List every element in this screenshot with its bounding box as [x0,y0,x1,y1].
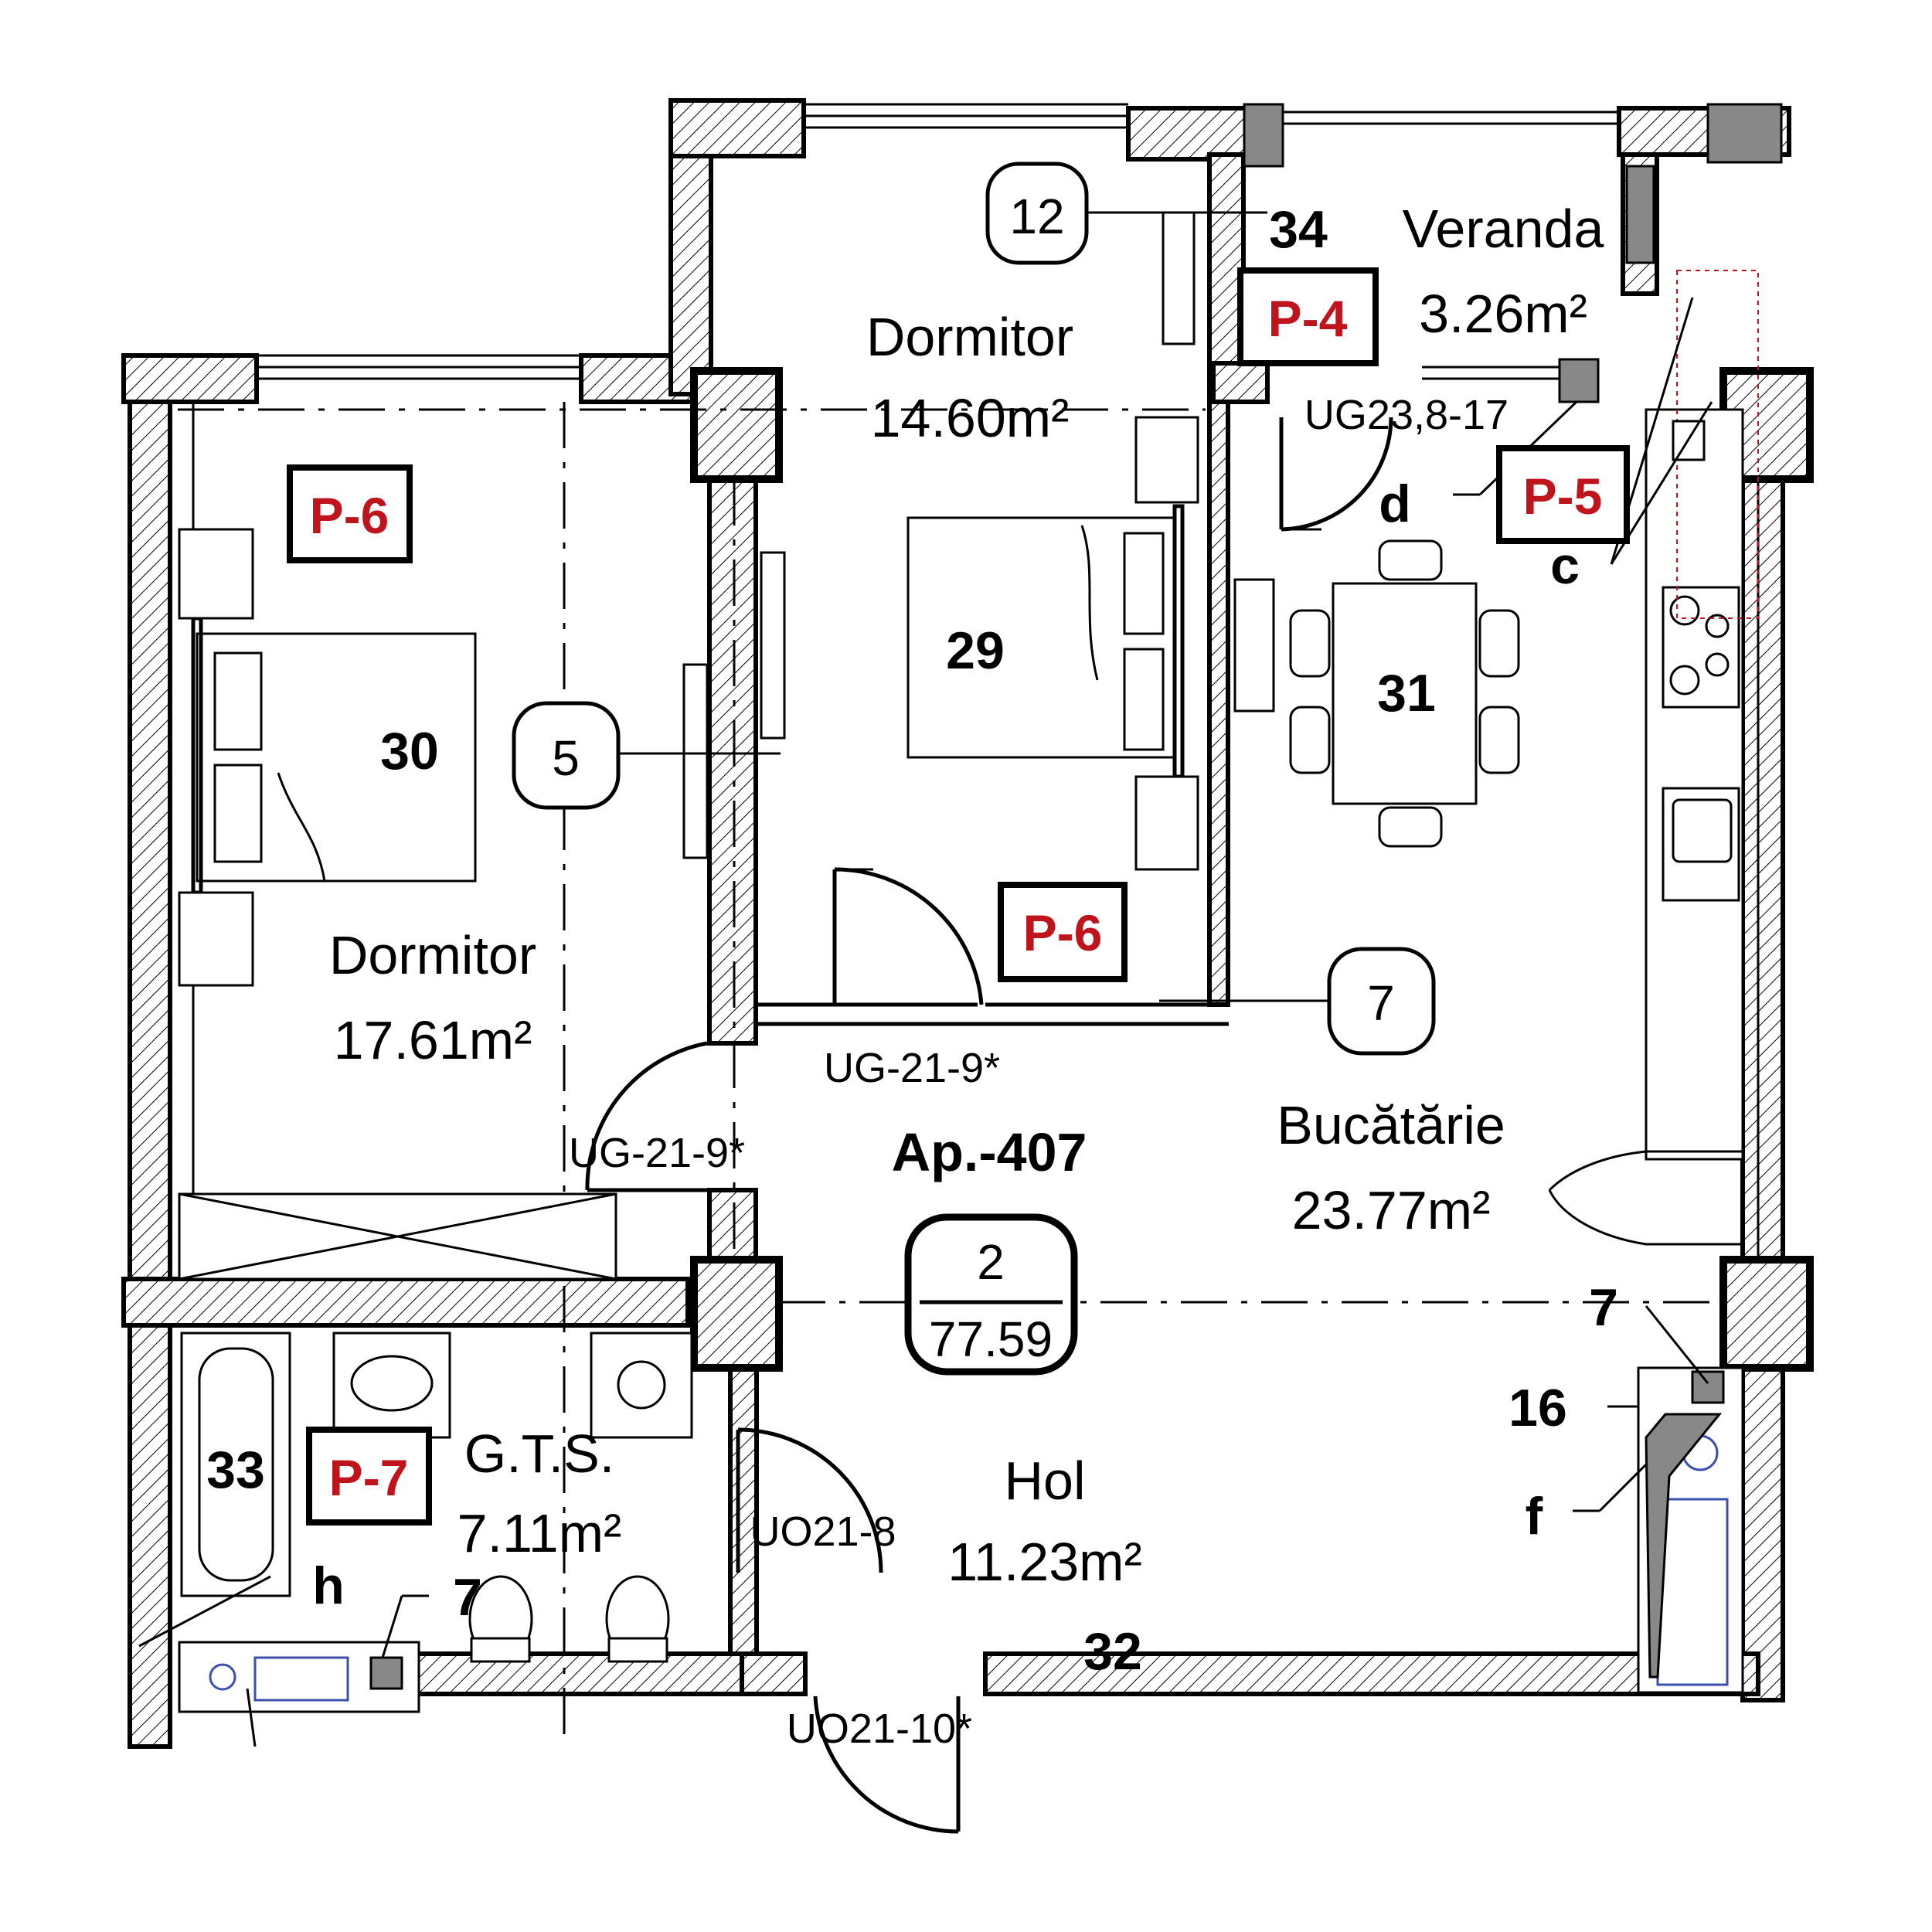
tag-p6-left: P-6 [310,487,389,544]
tag-box-p7 [306,1427,432,1526]
tag-p4: P-4 [1268,290,1348,347]
bubbles: 12 5 7 [512,162,1436,1056]
furniture-numbers: 29 30 31 32 33 34 7 7 16 [206,200,1618,1681]
bubble-7-label: 7 [1367,975,1395,1031]
apartment-badge-box [904,1213,1078,1376]
number-16: 16 [1509,1379,1567,1437]
room-name-veranda: Veranda [1403,199,1604,259]
letter-d: d [1379,474,1411,533]
tag-p6-middle: P-6 [1023,904,1103,961]
number-7-bath: 7 [453,1568,482,1627]
room-name-hol: Hol [1004,1451,1085,1511]
room-name-dormitor-1: Dormitor [329,925,536,985]
room-area-gts: 7.11m² [457,1503,622,1563]
letter-h: h [312,1556,345,1615]
columns [690,367,1814,1372]
door-code-ug21-9-bedroom: UG-21-9* [569,1130,745,1176]
bubble-5-label: 5 [552,730,580,786]
axes [178,402,1723,1739]
number-30: 30 [380,722,439,781]
door-code-uo21-10: UO21-10* [787,1706,972,1752]
apartment-area: 77.59 [929,1311,1053,1367]
reference-letters: c d f h [312,474,1580,1615]
room-name-dormitor-2: Dormitor [866,307,1073,367]
number-33: 33 [206,1440,265,1499]
apartment-rooms: 2 [977,1234,1005,1290]
room-area-dormitor-2: 14.60m² [871,388,1070,448]
furniture [178,103,1783,1713]
room-name-bucatarie: Bucătărie [1277,1095,1505,1155]
number-34: 34 [1269,200,1328,259]
room-name-gts: G.T.S. [464,1423,614,1484]
tag-box-p5 [1496,445,1630,544]
bubble-12-label: 12 [1009,189,1064,244]
room-area-hol: 11.23m² [947,1532,1142,1592]
tag-box-p6-left [287,464,413,563]
tag-p7: P-7 [329,1449,409,1506]
bubble-12 [985,162,1089,265]
room-area-bucatarie: 23.77m² [1292,1180,1491,1240]
room-area-dormitor-1: 17.61m² [334,1010,532,1070]
door-codes: UG-21-9* UG-21-9* UG23,8-17 UO21-8 UO21-… [569,392,1509,1752]
room-labels: Dormitor 14.60m² Veranda 3.26m² Dormitor… [329,199,1604,1592]
door-code-ug21-9-hall: UG-21-9* [824,1045,1000,1091]
number-7-kitchen: 7 [1589,1278,1618,1337]
letter-c: c [1550,536,1580,595]
bubble-5 [512,701,621,810]
number-31: 31 [1377,664,1436,723]
bubble-7 [1327,947,1436,1056]
door-code-ug23: UG23,8-17 [1304,392,1509,438]
tag-p5: P-5 [1523,468,1603,525]
walls [121,98,1791,1749]
number-32: 32 [1083,1622,1142,1681]
door-code-uo21-8: UO21-8 [750,1509,896,1555]
doors [585,417,1393,1834]
letter-f: f [1526,1487,1543,1546]
tag-boxes: P-6 P-4 P-5 P-6 P-7 [287,267,1630,1526]
tag-box-p4 [1237,267,1379,366]
room-area-veranda: 3.26m² [1419,284,1587,344]
apartment-badge: Ap.-407 2 77.59 [892,1122,1087,1376]
tag-box-p6-middle [998,882,1128,982]
apartment-number: Ap.-407 [892,1122,1087,1182]
number-29: 29 [946,621,1005,680]
